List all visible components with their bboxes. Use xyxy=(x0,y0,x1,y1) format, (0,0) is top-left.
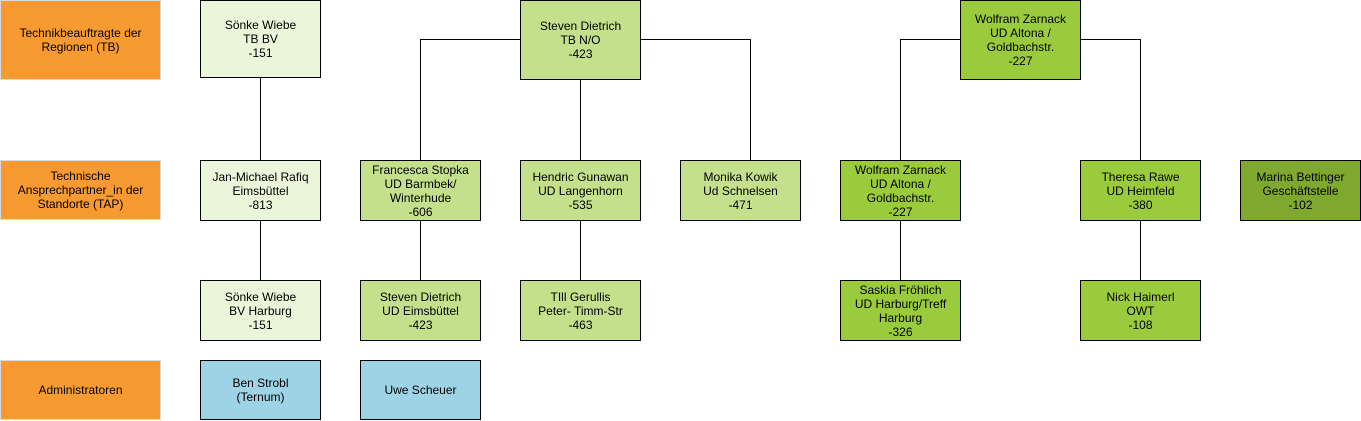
node-tap-kowik: Monika Kowik Ud Schnelsen -471 xyxy=(680,160,801,221)
connector-zarnack-rawe xyxy=(1080,39,1141,160)
node-tap-gunawan: Hendric Gunawan UD Langenhorn -535 xyxy=(520,160,641,221)
node-sub-wiebe: Sönke Wiebe BV Harburg -151 xyxy=(200,280,321,341)
row-label-admin: Administratoren xyxy=(0,360,161,420)
node-tap-rafiq: Jan-Michael Rafiq Eimsbüttel -813 xyxy=(200,160,321,221)
node-admin-scheuer: Uwe Scheuer xyxy=(360,360,481,420)
node-sub-dietrich: Steven Dietrich UD Eimsbüttel -423 xyxy=(360,280,481,341)
node-admin-strobl: Ben Strobl (Ternum) xyxy=(200,360,321,420)
row-label-tap: Technische Ansprechpartner_in der Stando… xyxy=(0,160,161,220)
connector-zarnack-tap xyxy=(900,39,960,160)
node-tap-bettinger: Marina Bettinger Geschäftstelle -102 xyxy=(1240,160,1361,221)
connector-dietrich-kowik xyxy=(640,39,751,160)
row-label-tb: Technikbeauftragte der Regionen (TB) xyxy=(0,0,161,80)
node-sub-haimerl: Nick Haimerl OWT -108 xyxy=(1080,280,1201,341)
node-sub-gerullis: TIll Gerullis Peter- Timm-Str -463 xyxy=(520,280,641,341)
node-tap-stopka: Francesca Stopka UD Barmbek/ Winterhude … xyxy=(360,160,481,221)
node-tap-rawe: Theresa Rawe UD Heimfeld -380 xyxy=(1080,160,1201,221)
node-tb-wiebe: Sönke Wiebe TB BV -151 xyxy=(200,0,321,78)
node-sub-froehlich: Saskia Fröhlich UD Harburg/Treff Harburg… xyxy=(840,280,961,341)
node-tb-dietrich: Steven Dietrich TB N/O -423 xyxy=(520,0,641,80)
node-tap-zarnack: Wolfram Zarnack UD Altona / Goldbachstr.… xyxy=(840,160,961,221)
connector-dietrich-stopka xyxy=(420,39,520,160)
node-tb-zarnack: Wolfram Zarnack UD Altona / Goldbachstr.… xyxy=(960,0,1081,80)
